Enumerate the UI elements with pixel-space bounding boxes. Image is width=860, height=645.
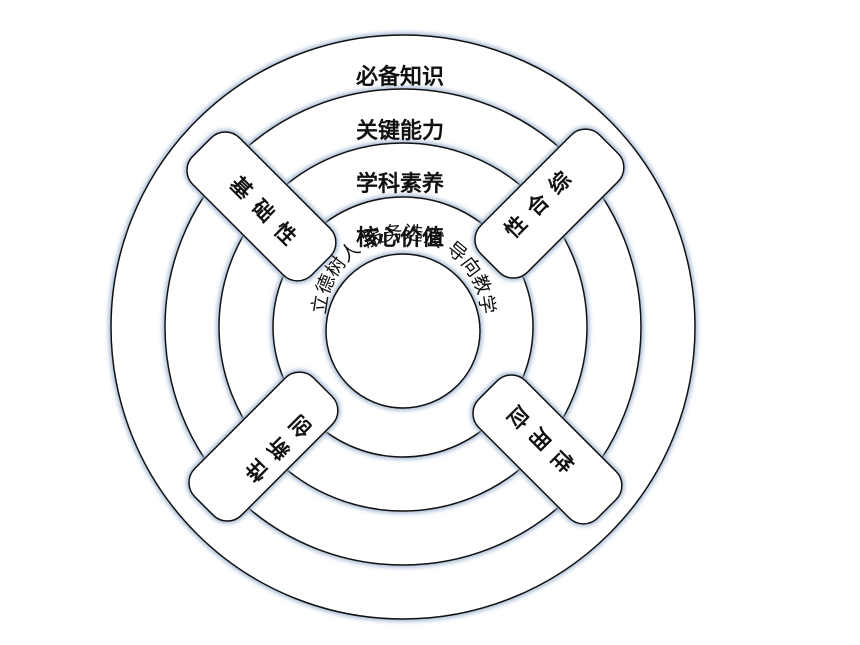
arm-bottom-left-box bbox=[188, 371, 339, 522]
center-circle bbox=[325, 253, 481, 409]
arm-bottom-right-box bbox=[472, 374, 623, 525]
ring-labels: 必备知识 关键能力 学科素养 核心价值 bbox=[356, 64, 444, 251]
arm-top-left bbox=[184, 129, 339, 284]
arm-top-right-box bbox=[474, 128, 625, 279]
arm-top-left-box bbox=[186, 131, 337, 282]
ring-label-2: 关键能力 bbox=[356, 118, 444, 144]
arm-bottom-right bbox=[470, 372, 625, 527]
arm-top-right bbox=[472, 126, 627, 281]
arms-group: 基 础 性 综 合 性 创 新 性 应 bbox=[184, 126, 627, 527]
ring-label-3: 学科素养 bbox=[356, 171, 444, 197]
arm-bottom-left bbox=[186, 369, 341, 524]
ring-label-1: 必备知识 bbox=[356, 64, 444, 90]
ring-label-4: 核心价值 bbox=[356, 225, 444, 251]
